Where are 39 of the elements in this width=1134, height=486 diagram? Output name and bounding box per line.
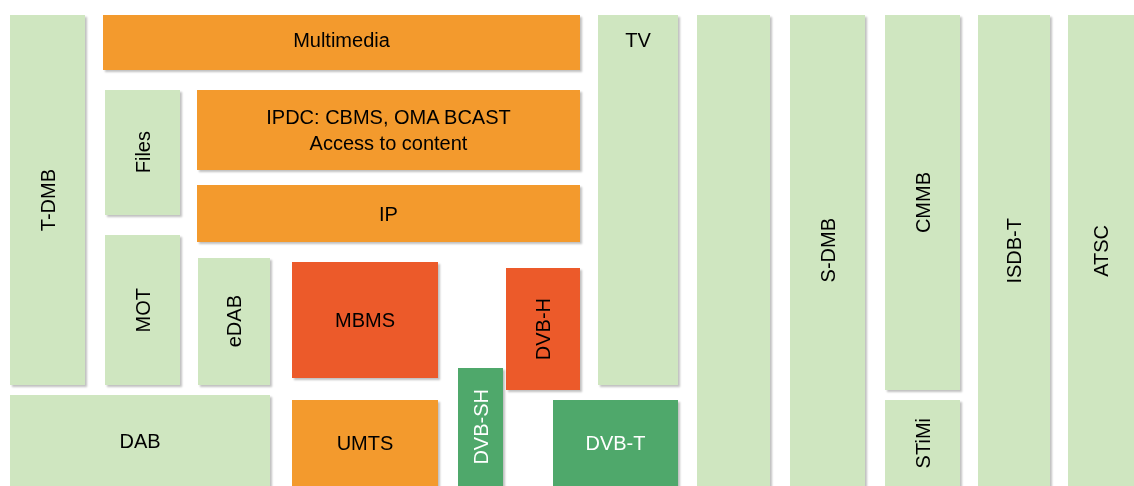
standard-block [105,235,180,385]
standard-block [553,400,678,486]
standard-block [790,15,865,486]
standard-block [506,268,580,390]
block-label: eDAB [222,295,246,348]
standard-block [292,400,438,486]
block-label: DVB-SH [468,389,493,465]
block-label: UMTS [336,431,394,456]
block-label: ATSC [1089,224,1113,277]
standard-block [978,15,1050,486]
standard-block [885,15,960,390]
block-label: DAB [119,428,161,454]
block-label: STiMi [910,417,935,469]
block-label: S-DMB [815,218,840,283]
standard-block [198,258,270,385]
block-label: MOT [130,287,155,333]
standard-block [197,185,580,242]
standard-block [697,15,770,486]
block-label: Multimedia [293,28,390,53]
block-label: CMMB [910,171,935,234]
standard-block [598,15,678,385]
block-label: ISDB-T [1002,217,1026,284]
standard-block [292,262,438,378]
block-label: T-DMB [35,168,60,232]
standard-block [885,400,960,486]
block-label: TV [625,28,651,53]
block-label: DVB-T [585,431,646,456]
standard-block [458,368,503,486]
block-label: Files [130,131,155,174]
standard-block [1068,15,1134,486]
block-label: DVB-H [531,297,555,361]
standard-block [10,395,270,486]
block-label: MBMS [335,308,395,333]
standard-block [10,15,85,385]
block-label: IPDC: CBMS, OMA BCAST Access to content [265,105,512,156]
standard-block [197,90,580,170]
standard-block [103,15,580,70]
block-label: IP [379,201,398,227]
standard-block [105,90,180,215]
